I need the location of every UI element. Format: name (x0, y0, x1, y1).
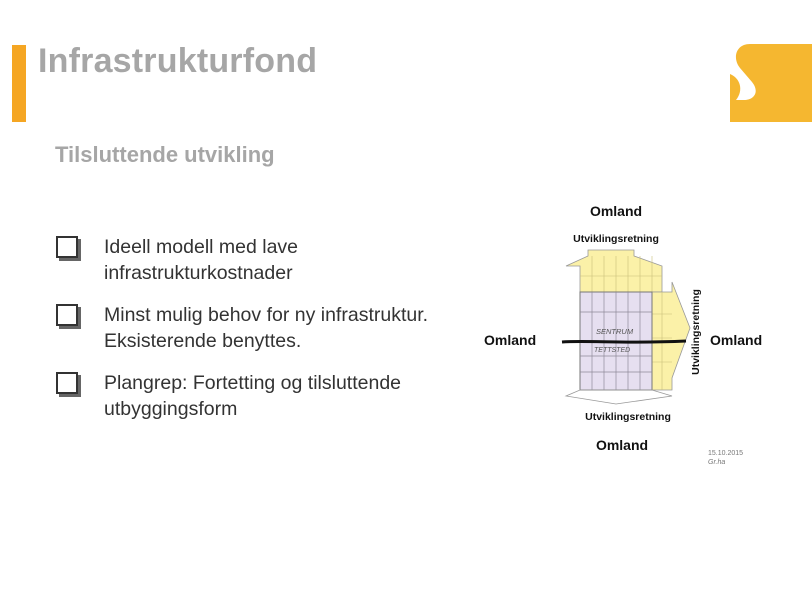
right-growth-arrow (651, 281, 691, 391)
bullet-item: Minst mulig behov for ny infrastruktur. … (56, 302, 466, 354)
checkbox-icon (56, 304, 78, 326)
checkbox-icon (56, 236, 78, 258)
main-road-line (561, 339, 687, 344)
logo-mark (730, 44, 812, 122)
bottom-growth-arrow (564, 389, 673, 405)
bullet-text: Minst mulig behov for ny infrastruktur. … (104, 302, 466, 354)
label-direction-right: Utviklingsretning (690, 289, 702, 375)
bullet-item: Ideell modell med lave infrastrukturkost… (56, 234, 466, 286)
label-direction-bottom: Utviklingsretning (585, 411, 671, 423)
label-omland-left: Omland (484, 332, 536, 348)
bullet-line: Plangrep: Fortetting og tilsluttende (104, 372, 402, 394)
bullet-line: utbyggingsform (104, 398, 238, 420)
signature-date: 15.10.2015 (708, 450, 743, 457)
bullet-line: Eksisterende benyttes. (104, 330, 302, 352)
brand-logo (730, 44, 812, 122)
bullet-text: Plangrep: Fortetting og tilsluttende utb… (104, 370, 466, 422)
bullet-line: infrastrukturkostnader (104, 262, 293, 284)
bullet-text: Ideell modell med lave infrastrukturkost… (104, 234, 466, 286)
label-omland-right: Omland (710, 332, 762, 348)
checkbox-icon (56, 372, 78, 394)
logo-notch (730, 74, 741, 100)
label-omland-bottom: Omland (596, 437, 648, 453)
bullet-line: Ideell modell med lave (104, 236, 299, 258)
center-label-tettsted: TETTSTED (594, 347, 630, 354)
bullet-list: Ideell modell med lave infrastrukturkost… (56, 234, 466, 438)
title-accent-bar (12, 45, 26, 122)
signature-name: Gr.ha (708, 459, 725, 466)
development-diagram: SENTRUM TETTSTED Omland Utviklingsretnin… (476, 196, 776, 480)
slide-title: Infrastrukturfond (38, 42, 318, 80)
center-label-sentrum: SENTRUM (596, 327, 634, 336)
bullet-line: Minst mulig behov for ny infrastruktur. (104, 304, 429, 326)
bullet-item: Plangrep: Fortetting og tilsluttende utb… (56, 370, 466, 422)
top-growth-arrow (565, 249, 663, 293)
label-omland-top: Omland (590, 203, 642, 219)
label-direction-top: Utviklingsretning (573, 233, 659, 245)
slide-subtitle: Tilsluttende utvikling (55, 142, 275, 167)
